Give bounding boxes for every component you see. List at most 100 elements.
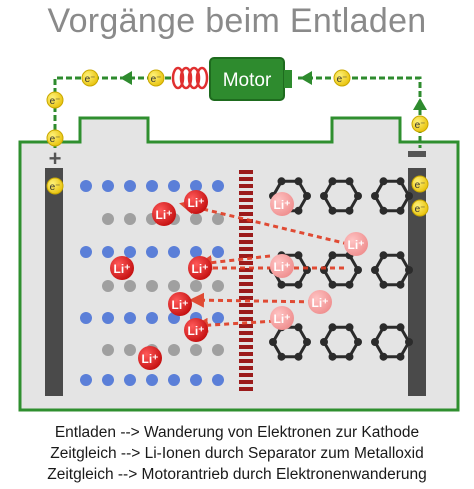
electron [46, 177, 64, 195]
separator-dash [239, 219, 253, 223]
lattice-atom [294, 206, 303, 215]
lattice-atom [379, 251, 388, 260]
electron [411, 115, 429, 133]
graphite-dot-blue [168, 374, 180, 386]
caption-line-3: Zeitgleich --> Motorantrieb durch Elektr… [47, 466, 427, 483]
separator-dash [239, 380, 253, 384]
separator-dash [239, 387, 253, 391]
graphite-dot-blue [80, 180, 92, 192]
separator-dash [239, 268, 253, 272]
separator-dash [239, 205, 253, 209]
lattice-atom [396, 251, 405, 260]
ion-migration-arrows [179, 199, 349, 333]
lattice-atom [320, 338, 328, 346]
lattice-atom [379, 280, 388, 289]
graphite-dot-blue [102, 374, 114, 386]
separator-dash [239, 191, 253, 195]
separator-dash [239, 373, 253, 377]
electron [333, 69, 351, 87]
lattice-atom [371, 338, 379, 346]
lattice-atom [396, 206, 405, 215]
graphite-dot-gray [124, 280, 136, 292]
anode-electrode [45, 168, 63, 396]
cathode-sign [408, 151, 426, 157]
li-ion [270, 306, 294, 330]
graphite-dot-gray [190, 213, 202, 225]
electron [411, 199, 429, 217]
lattice-atom [396, 177, 405, 186]
li-ion [152, 202, 176, 226]
li-ion-label: Li⁺ [348, 238, 365, 252]
graphite-dot-blue [124, 246, 136, 258]
separator-dash [239, 359, 253, 363]
graphite-dot-gray [124, 344, 136, 356]
graphite-dot-gray [168, 280, 180, 292]
electron [147, 69, 165, 87]
electron-label: e⁻ [415, 204, 426, 215]
lattice-atom [354, 338, 362, 346]
separator-dash [239, 331, 253, 335]
graphite-dot-blue [190, 180, 202, 192]
separator-dash [239, 324, 253, 328]
lattice-atom [328, 323, 337, 332]
lattice-atom [371, 266, 379, 274]
separator-dash [239, 275, 253, 279]
electron-label: e⁻ [50, 182, 61, 193]
li-ion-label: Li⁺ [274, 198, 291, 212]
lattice-atom [303, 192, 311, 200]
separator [239, 170, 253, 391]
graphite-dot-blue [80, 246, 92, 258]
lattice-atom [320, 192, 328, 200]
graphite-dot-blue [212, 180, 224, 192]
electron-label: e⁻ [415, 180, 426, 191]
lattice-atom [379, 352, 388, 361]
li-ion-label: Li⁺ [274, 312, 291, 326]
graphite-dot-gray [102, 280, 114, 292]
lattice-atom [379, 177, 388, 186]
lattice-atom [396, 280, 405, 289]
lattice-atom [371, 192, 379, 200]
li-ion [184, 190, 208, 214]
lattice-atom [345, 206, 354, 215]
separator-dash [239, 282, 253, 286]
electron [46, 91, 64, 109]
lattice-atom [269, 338, 277, 346]
graphite-dot-blue [102, 246, 114, 258]
lattice-atom [405, 338, 413, 346]
cathode-electrode [408, 168, 426, 396]
electron-label: e⁻ [151, 74, 162, 85]
graphite-dot-blue [212, 374, 224, 386]
lattice-atom [379, 206, 388, 215]
graphite-dot-gray [168, 344, 180, 356]
electron [81, 69, 99, 87]
separator-dash [239, 366, 253, 370]
lattice-atom [328, 251, 337, 260]
li-ion [188, 256, 212, 280]
separator-dash [239, 310, 253, 314]
li-ion [110, 256, 134, 280]
graphite-dot-blue [146, 246, 158, 258]
lattice-atom [294, 177, 303, 186]
li-ion-label: Li⁺ [192, 262, 209, 276]
lattice-atom [345, 280, 354, 289]
graphite-dot-blue [80, 374, 92, 386]
graphite-layer [80, 180, 224, 386]
lattice-atom [277, 352, 286, 361]
graphite-dot-gray [190, 344, 202, 356]
separator-dash [239, 317, 253, 321]
wire-arrow-up [413, 98, 427, 110]
separator-dash [239, 226, 253, 230]
lattice-atom [345, 352, 354, 361]
anode-sign: + [49, 146, 62, 171]
separator-dash [239, 177, 253, 181]
electron-label: e⁻ [337, 74, 348, 85]
graphite-dot-blue [102, 312, 114, 324]
li-ion-label: Li⁺ [142, 352, 159, 366]
metal-oxide-lattice [269, 177, 413, 361]
graphite-dot-blue [102, 180, 114, 192]
graphite-dot-blue [80, 312, 92, 324]
li-ion-label: Li⁺ [188, 324, 205, 338]
coil-icon [171, 66, 209, 90]
motor-shaft [284, 70, 292, 88]
